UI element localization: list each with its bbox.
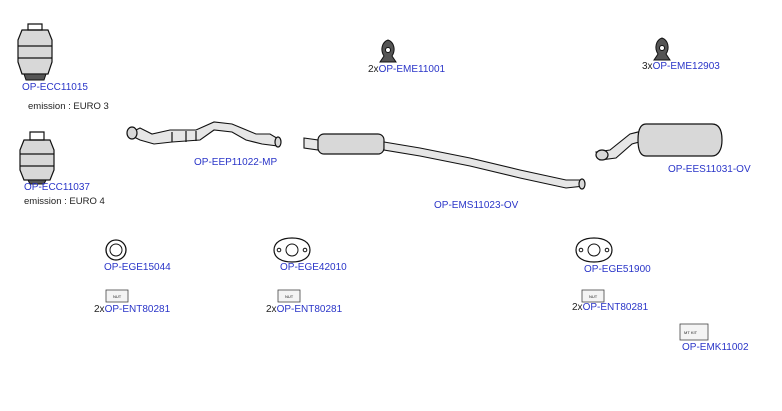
- quantity-ent80281-3: 2x: [572, 302, 583, 313]
- rubber-mount-eme11001[interactable]: [379, 39, 397, 63]
- rear-silencer-ees11031[interactable]: [595, 123, 723, 161]
- part-link-ees11031[interactable]: OP-EES11031-OV: [668, 164, 751, 175]
- middle-silencer-ems11023[interactable]: [303, 133, 586, 190]
- nut-kit-text: NUT: [113, 294, 122, 299]
- label-ege42010: OP-EGE42010: [280, 262, 347, 274]
- label-ecc11037: OP-ECC11037: [24, 182, 90, 194]
- label-eep11022: OP-EEP11022-MP: [194, 157, 277, 169]
- gasket-ege42010[interactable]: [273, 237, 311, 263]
- nut-kit-text: NUT: [285, 294, 294, 299]
- part-link-eep11022[interactable]: OP-EEP11022-MP: [194, 157, 278, 168]
- mounting-kit-text: MT KIT: [684, 330, 698, 335]
- emission-note-euro4: emission : EURO 4: [24, 196, 105, 207]
- rubber-mount-eme12903[interactable]: [653, 37, 671, 61]
- part-link-ecc11037[interactable]: OP-ECC11037: [24, 182, 90, 193]
- emission-note-euro3: emission : EURO 3: [28, 101, 109, 112]
- label-ecc11015: OP-ECC11015: [22, 82, 88, 94]
- label-ems11023: OP-EMS11023-OV: [434, 200, 518, 212]
- label-ent80281-3: 2xOP-ENT80281: [572, 302, 648, 314]
- gasket-ege15044[interactable]: [105, 239, 127, 261]
- part-link-eme11001[interactable]: OP-EME11001: [378, 64, 446, 75]
- part-link-ecc11015[interactable]: OP-ECC11015: [22, 82, 88, 93]
- part-link-ent80281-1[interactable]: OP-ENT80281: [104, 304, 171, 315]
- gasket-ege51900[interactable]: [575, 237, 613, 263]
- quantity-eme11001: 2x: [368, 64, 379, 75]
- catalytic-converter-euro3[interactable]: [17, 23, 53, 81]
- catalytic-converter-euro4[interactable]: [19, 131, 55, 185]
- label-ege15044: OP-EGE15044: [104, 262, 171, 274]
- nut-kit-2[interactable]: NUT: [277, 289, 301, 303]
- label-emk11002: OP-EMK11002: [682, 342, 749, 354]
- front-pipe-eep11022[interactable]: [126, 121, 282, 148]
- part-link-ege15044[interactable]: OP-EGE15044: [104, 262, 171, 273]
- label-ent80281-1: 2xOP-ENT80281: [94, 304, 170, 316]
- label-eme11001: 2xOP-EME11001: [368, 64, 445, 76]
- nut-kit-text: NUT: [589, 294, 598, 299]
- part-link-emk11002[interactable]: OP-EMK11002: [682, 342, 749, 353]
- part-link-eme12903[interactable]: OP-EME12903: [652, 61, 720, 72]
- part-link-ege42010[interactable]: OP-EGE42010: [280, 262, 347, 273]
- quantity-ent80281-2: 2x: [266, 304, 277, 315]
- label-eme12903: 3xOP-EME12903: [642, 61, 720, 73]
- label-ees11031: OP-EES11031-OV: [668, 164, 751, 176]
- nut-kit-3[interactable]: NUT: [581, 289, 605, 303]
- label-ent80281-2: 2xOP-ENT80281: [266, 304, 342, 316]
- part-link-ems11023[interactable]: OP-EMS11023-OV: [434, 200, 519, 211]
- part-link-ege51900[interactable]: OP-EGE51900: [584, 264, 651, 275]
- part-link-ent80281-3[interactable]: OP-ENT80281: [582, 302, 649, 313]
- label-ege51900: OP-EGE51900: [584, 264, 651, 276]
- quantity-ent80281-1: 2x: [94, 304, 105, 315]
- quantity-eme12903: 3x: [642, 61, 653, 72]
- part-link-ent80281-2[interactable]: OP-ENT80281: [276, 304, 343, 315]
- mounting-kit[interactable]: MT KIT: [679, 323, 709, 341]
- nut-kit-1[interactable]: NUT: [105, 289, 129, 303]
